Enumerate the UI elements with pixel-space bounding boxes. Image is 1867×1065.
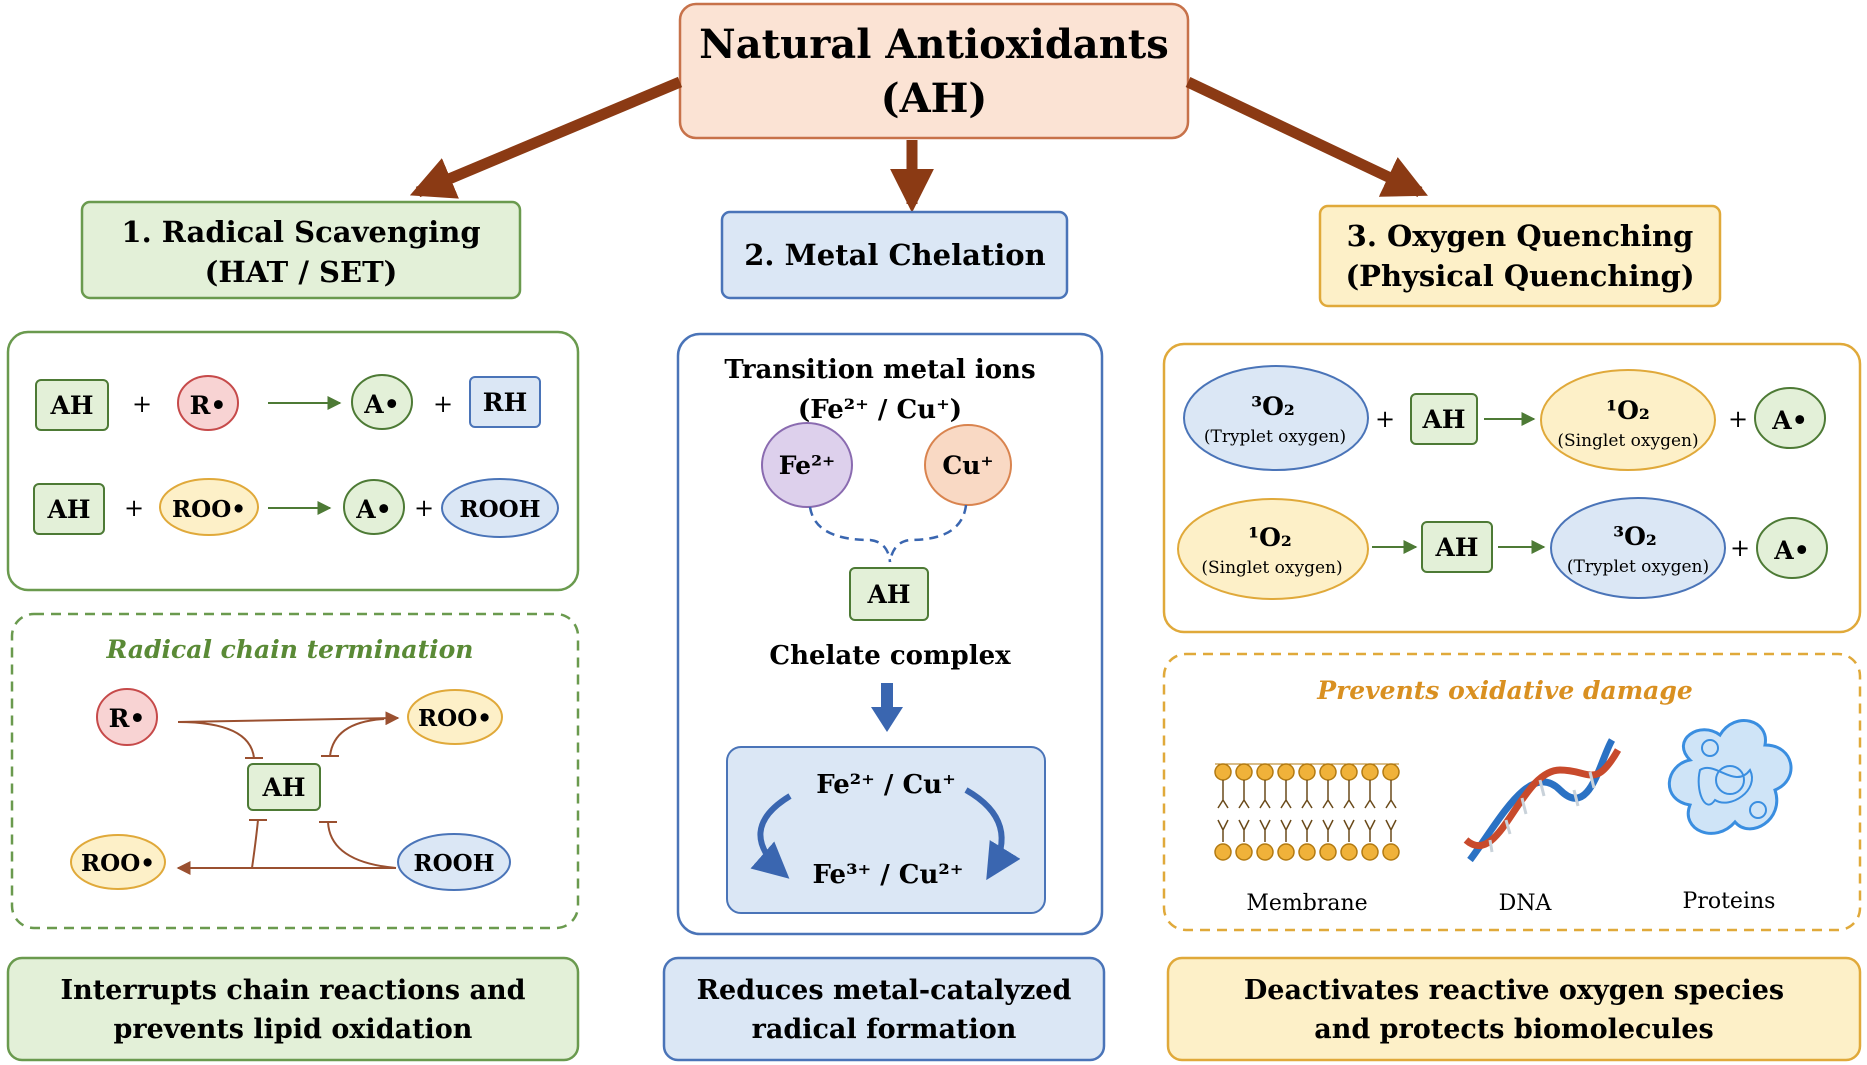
r1-product: A• (363, 390, 399, 419)
cycle-arrow-left (750, 793, 792, 879)
cycle-bottom: Fe³⁺ / Cu²⁺ (813, 860, 964, 890)
q2-ah: AH (1434, 533, 1478, 562)
mech3-summary-line1: Deactivates reactive oxygen species (1244, 975, 1784, 1006)
chain-title: Radical chain termination (106, 635, 474, 664)
q1-reactant: ³O₂ (1251, 392, 1295, 421)
arrow-to-mech3 (1185, 77, 1428, 197)
root-node: Natural Antioxidants (AH) (678, 2, 1190, 140)
membrane-label: Membrane (1246, 891, 1367, 916)
q2-plus: + (1730, 534, 1750, 562)
fe-ion: Fe²⁺ (779, 451, 835, 480)
chain-roo-bottom: ROO• (81, 850, 155, 877)
r2-plus2: + (414, 494, 434, 522)
r2-plus: + (124, 494, 144, 522)
complex-label: Chelate complex (769, 641, 1011, 671)
r2-product: A• (355, 495, 391, 524)
q2-product: ³O₂ (1613, 522, 1657, 551)
cycle-top: Fe²⁺ / Cu⁺ (816, 770, 956, 800)
r1-plus2: + (433, 390, 453, 418)
mech1-summary-line2: prevents lipid oxidation (114, 1014, 473, 1045)
mech3-header: 3. Oxygen Quenching (Physical Quenching) (1318, 204, 1722, 308)
r1-plus: + (132, 390, 152, 418)
mech3-summary: Deactivates reactive oxygen species and … (1166, 956, 1862, 1062)
q1-plus: + (1375, 405, 1395, 433)
mech1-reactions-panel: AH + R• A• + RH AH + ROO• A• + ROOH (6, 330, 580, 592)
mech1-subtitle: (HAT / SET) (205, 255, 398, 289)
r1-ah: AH (49, 391, 93, 420)
ions-formula: (Fe²⁺ / Cu⁺) (798, 395, 962, 425)
mech2-title: 2. Metal Chelation (744, 238, 1045, 272)
down-arrow (871, 683, 903, 732)
mech3-title: 3. Oxygen Quenching (1347, 219, 1694, 253)
q2-product-sub: (Tryplet oxygen) (1567, 557, 1709, 577)
q2-reactant: ¹O₂ (1248, 523, 1292, 552)
dna-label: DNA (1499, 891, 1553, 916)
q1-product2: A• (1771, 406, 1807, 435)
chelate-ah: AH (866, 580, 910, 609)
chain-r: R• (109, 704, 146, 733)
r2-ah: AH (46, 495, 90, 524)
mech3-protect-panel: Prevents oxidative damage Membrane DNA (1162, 652, 1862, 932)
chain-rooh: ROOH (414, 850, 495, 877)
mech1-header: 1. Radical Scavenging (HAT / SET) (80, 200, 522, 300)
proteins-label: Proteins (1683, 889, 1776, 914)
dna-icon (1463, 738, 1622, 863)
q1-product-sub: (Singlet oxygen) (1557, 431, 1698, 451)
r1-radical: R• (190, 391, 227, 420)
mech1-chain-panel: Radical chain termination R• ROO• AH ROO… (10, 612, 580, 930)
mech1-summary-line1: Interrupts chain reactions and (60, 975, 525, 1006)
protein-icon (1667, 719, 1793, 835)
q1-product: ¹O₂ (1606, 396, 1650, 425)
membrane-icon (1214, 763, 1400, 861)
root-title: Natural Antioxidants (699, 21, 1169, 68)
mech1-summary: Interrupts chain reactions and prevents … (6, 956, 580, 1062)
r2-radical: ROO• (172, 496, 246, 523)
ions-label: Transition metal ions (724, 355, 1035, 385)
main-arrows (409, 76, 1428, 213)
chain-ah: AH (261, 773, 305, 802)
q2-product2: A• (1773, 536, 1809, 565)
mech2-panel: Transition metal ions (Fe²⁺ / Cu⁺) Fe²⁺ … (676, 332, 1104, 936)
cu-ion: Cu⁺ (942, 451, 993, 480)
mech2-summary-line1: Reduces metal-catalyzed (697, 975, 1072, 1006)
mech2-summary: Reduces metal-catalyzed radical formatio… (662, 956, 1106, 1062)
q2-reactant-sub: (Singlet oxygen) (1201, 558, 1342, 578)
cycle-arrow-right (964, 787, 1021, 881)
mech1-title: 1. Radical Scavenging (121, 215, 480, 249)
mech3-summary-line2: and protects biomolecules (1314, 1014, 1714, 1045)
chain-roo-top: ROO• (418, 705, 492, 732)
q1-plus2: + (1728, 405, 1748, 433)
q1-ah: AH (1421, 405, 1465, 434)
mech2-header: 2. Metal Chelation (720, 210, 1069, 300)
r2-product2: ROOH (460, 496, 541, 523)
protect-title: Prevents oxidative damage (1316, 676, 1692, 705)
q1-reactant-sub: (Tryplet oxygen) (1204, 427, 1346, 447)
root-subtitle: (AH) (881, 75, 988, 122)
mech3-reactions-panel: ³O₂ (Tryplet oxygen) + AH ¹O₂ (Singlet o… (1162, 342, 1862, 634)
mech2-summary-line2: radical formation (752, 1014, 1017, 1045)
mech3-subtitle: (Physical Quenching) (1345, 259, 1694, 293)
r1-product2: RH (483, 388, 527, 417)
arrow-to-mech1 (409, 76, 683, 199)
